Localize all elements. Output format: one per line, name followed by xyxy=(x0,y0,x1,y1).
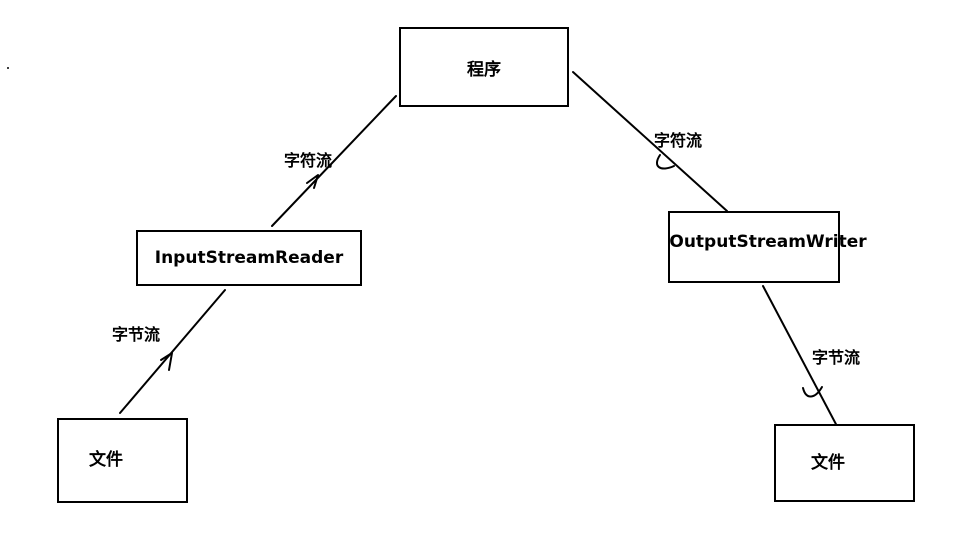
target-file-label: 文件 xyxy=(811,452,845,473)
output-stream-writer-label: OutputStreamWriter xyxy=(669,232,867,252)
program-label: 程序 xyxy=(467,59,501,80)
target-file-box: 文件 xyxy=(774,424,915,502)
edge-file-to-reader xyxy=(119,289,226,414)
program-box: 程序 xyxy=(399,27,569,107)
edge-program-to-writer xyxy=(572,71,728,212)
edge-label-byte-stream-left: 字节流 xyxy=(112,325,161,344)
edge-label-char-stream-right: 字符流 xyxy=(654,131,703,150)
source-file-box: 文件 xyxy=(57,418,188,503)
input-stream-reader-box: InputStreamReader xyxy=(136,230,362,286)
input-stream-reader-label: InputStreamReader xyxy=(154,248,344,268)
arrowhead-program-to-writer xyxy=(656,154,675,170)
arrowhead-file-to-reader xyxy=(160,352,173,371)
output-stream-writer-box: OutputStreamWriter xyxy=(668,211,867,283)
arrowhead-reader-to-program xyxy=(306,174,319,189)
source-file-label: 文件 xyxy=(89,450,123,470)
edge-writer-to-file xyxy=(762,285,839,429)
edge-reader-to-program xyxy=(271,95,397,227)
edge-label-char-stream-left: 字符流 xyxy=(284,151,333,170)
edge-label-byte-stream-right: 字节流 xyxy=(812,348,861,367)
arrowhead-writer-to-file xyxy=(802,386,823,398)
